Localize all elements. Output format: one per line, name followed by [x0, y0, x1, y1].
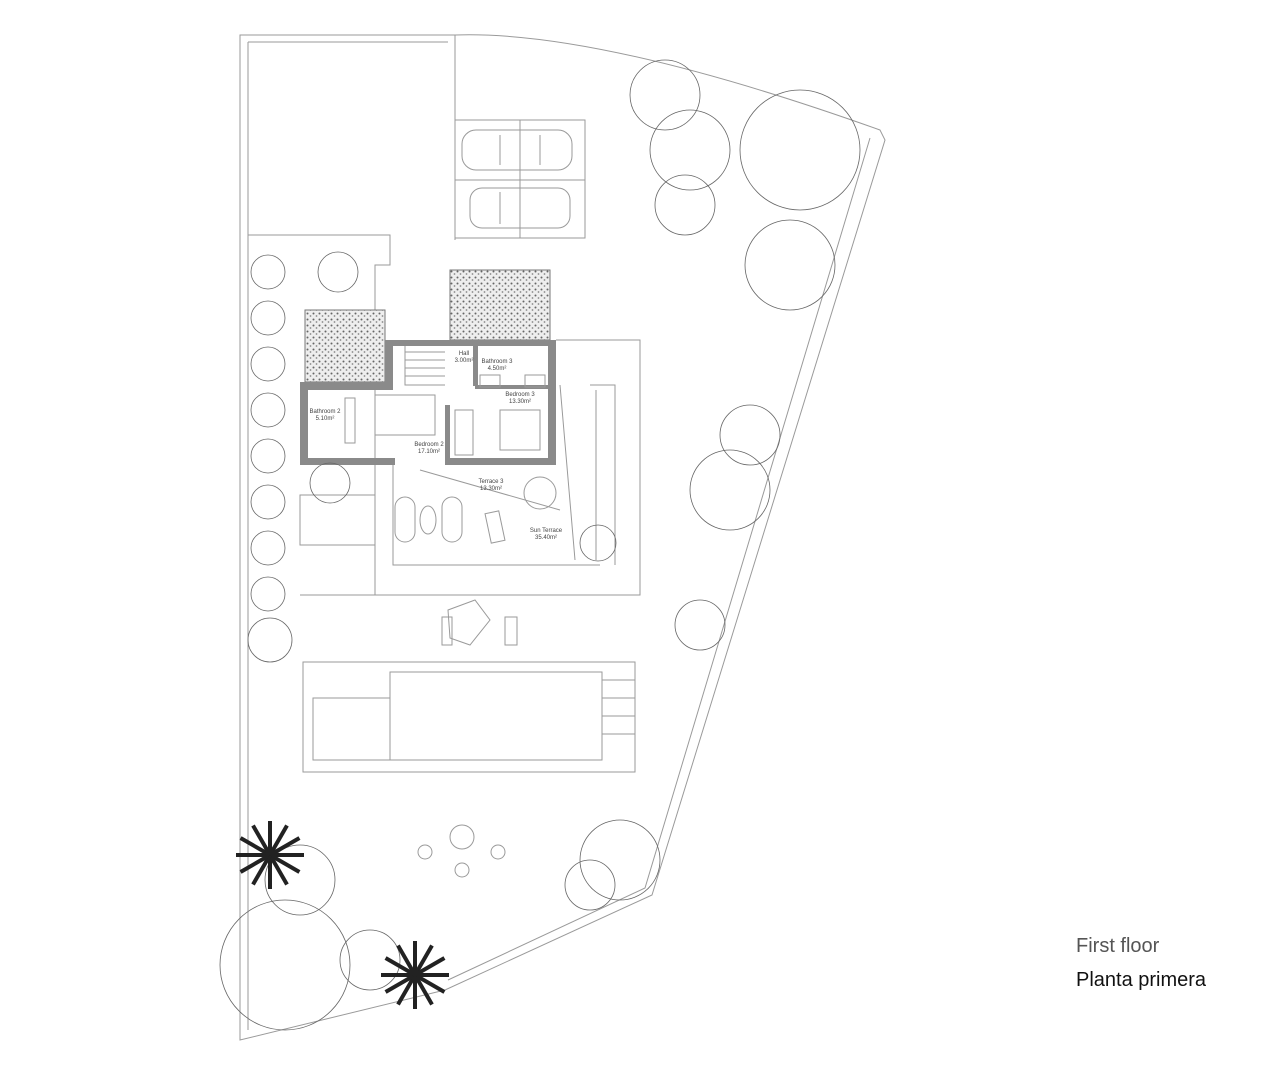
palm-tree-icon — [236, 821, 304, 889]
room-terrace3-area: 13.30m² — [480, 486, 502, 492]
tree-icon — [317, 251, 359, 293]
tree-icon — [744, 219, 836, 311]
room-labels: Hall 3.00m² Bathroom 3 4.50m² Bedroom 3 … — [309, 351, 562, 541]
room-sunterrace-area: 35.40m² — [535, 535, 557, 541]
plot-boundary — [239, 34, 886, 1041]
room-bathroom2-area: 5.10m² — [316, 416, 335, 422]
tree-icon — [649, 109, 731, 191]
tree-icon — [689, 449, 771, 531]
room-bathroom3-name: Bathroom 3 — [481, 359, 513, 365]
shrub-icon — [250, 530, 286, 566]
caption-english: First floor — [1076, 935, 1160, 957]
tree-icon — [629, 59, 701, 131]
tree-icon — [219, 899, 351, 1031]
terrace-furniture — [394, 476, 557, 544]
room-hall-name: Hall — [459, 351, 469, 357]
room-bedroom2-name: Bedroom 2 — [414, 442, 444, 448]
tree-icon — [654, 174, 716, 236]
room-bathroom2-name: Bathroom 2 — [309, 409, 341, 415]
tree-icon — [739, 89, 861, 211]
house-walls — [300, 339, 641, 596]
room-terrace3-name: Terrace 3 — [478, 479, 504, 485]
palm-tree-icon — [381, 941, 449, 1009]
tree-icon — [579, 819, 661, 901]
tree-icon — [564, 859, 616, 911]
room-hall-area: 3.00m² — [455, 358, 474, 364]
room-bedroom3-area: 13.30m² — [509, 399, 531, 405]
trees — [219, 59, 861, 1031]
pool — [302, 599, 636, 878]
tree-icon — [309, 462, 351, 504]
shrub-icon — [250, 484, 286, 520]
shrub-icon — [250, 392, 286, 428]
room-bedroom3-name: Bedroom 3 — [505, 392, 535, 398]
parking — [454, 119, 586, 239]
tree-icon — [264, 844, 336, 916]
tree-icon — [339, 929, 401, 991]
tree-icon — [674, 599, 726, 651]
tree-icon — [247, 617, 293, 663]
room-bathroom3-area: 4.50m² — [488, 366, 507, 372]
shrub-icon — [250, 300, 286, 336]
garden-left — [248, 234, 551, 596]
shrub-icon — [250, 346, 286, 382]
tree-icon — [719, 404, 781, 466]
room-sunterrace-name: Sun Terrace — [530, 528, 563, 534]
room-bedroom2-area: 17.10m² — [418, 449, 440, 455]
shrub-icon — [250, 254, 286, 290]
caption-spanish: Planta primera — [1076, 969, 1207, 991]
shrub-icon — [250, 576, 286, 612]
tree-icon — [579, 524, 617, 562]
shrub-icon — [250, 438, 286, 474]
